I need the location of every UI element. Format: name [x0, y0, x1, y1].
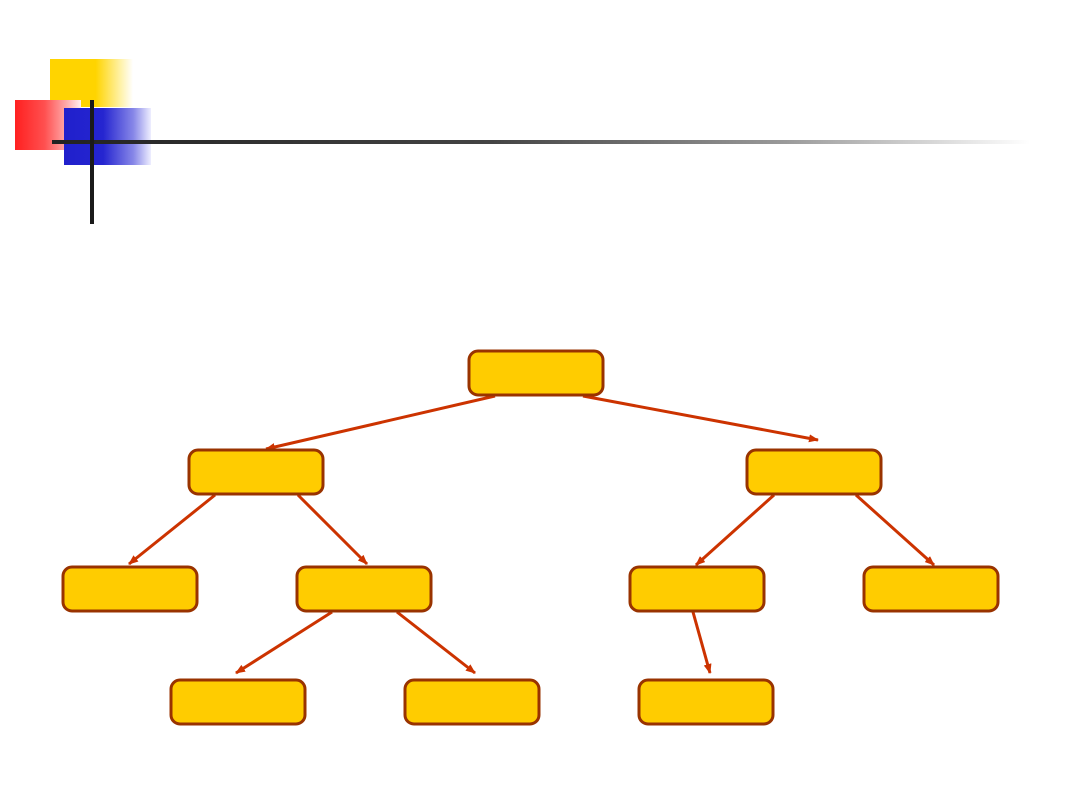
node-box — [637, 678, 775, 726]
node-box — [467, 349, 605, 397]
node-box — [295, 565, 433, 613]
tree-node-lr — [295, 565, 433, 613]
yellow-square-decoration — [50, 59, 133, 107]
tree-node-lrr — [403, 678, 541, 726]
tree-node-rl — [628, 565, 766, 613]
node-box — [403, 678, 541, 726]
node-box — [187, 448, 325, 496]
edge-lr-to-lrr — [396, 610, 476, 675]
edge-l-to-lr — [296, 493, 369, 566]
tree-node-rll — [637, 678, 775, 726]
header-rule-vertical — [90, 100, 94, 224]
node-box — [628, 565, 766, 613]
node-box — [862, 565, 1000, 613]
node-box — [745, 448, 883, 496]
edge-root-to-l — [265, 394, 496, 451]
edge-r-to-rr — [854, 493, 936, 567]
tree-node-root — [467, 349, 605, 397]
edge-r-to-rl — [694, 493, 776, 567]
edge-root-to-r — [582, 394, 819, 443]
node-box — [169, 678, 307, 726]
edge-rl-to-rll — [691, 611, 712, 674]
edge-lr-to-lrl — [235, 610, 333, 675]
tree-node-r — [745, 448, 883, 496]
node-box — [61, 565, 199, 613]
tree-node-ll — [61, 565, 199, 613]
tree-node-lrl — [169, 678, 307, 726]
tree-nodes — [61, 349, 1000, 726]
tree-node-l — [187, 448, 325, 496]
blue-square-decoration — [64, 108, 151, 165]
tree-edges — [128, 394, 936, 675]
header-rule-horizontal — [52, 140, 1030, 144]
edge-l-to-ll — [128, 493, 216, 566]
tree-node-rr — [862, 565, 1000, 613]
